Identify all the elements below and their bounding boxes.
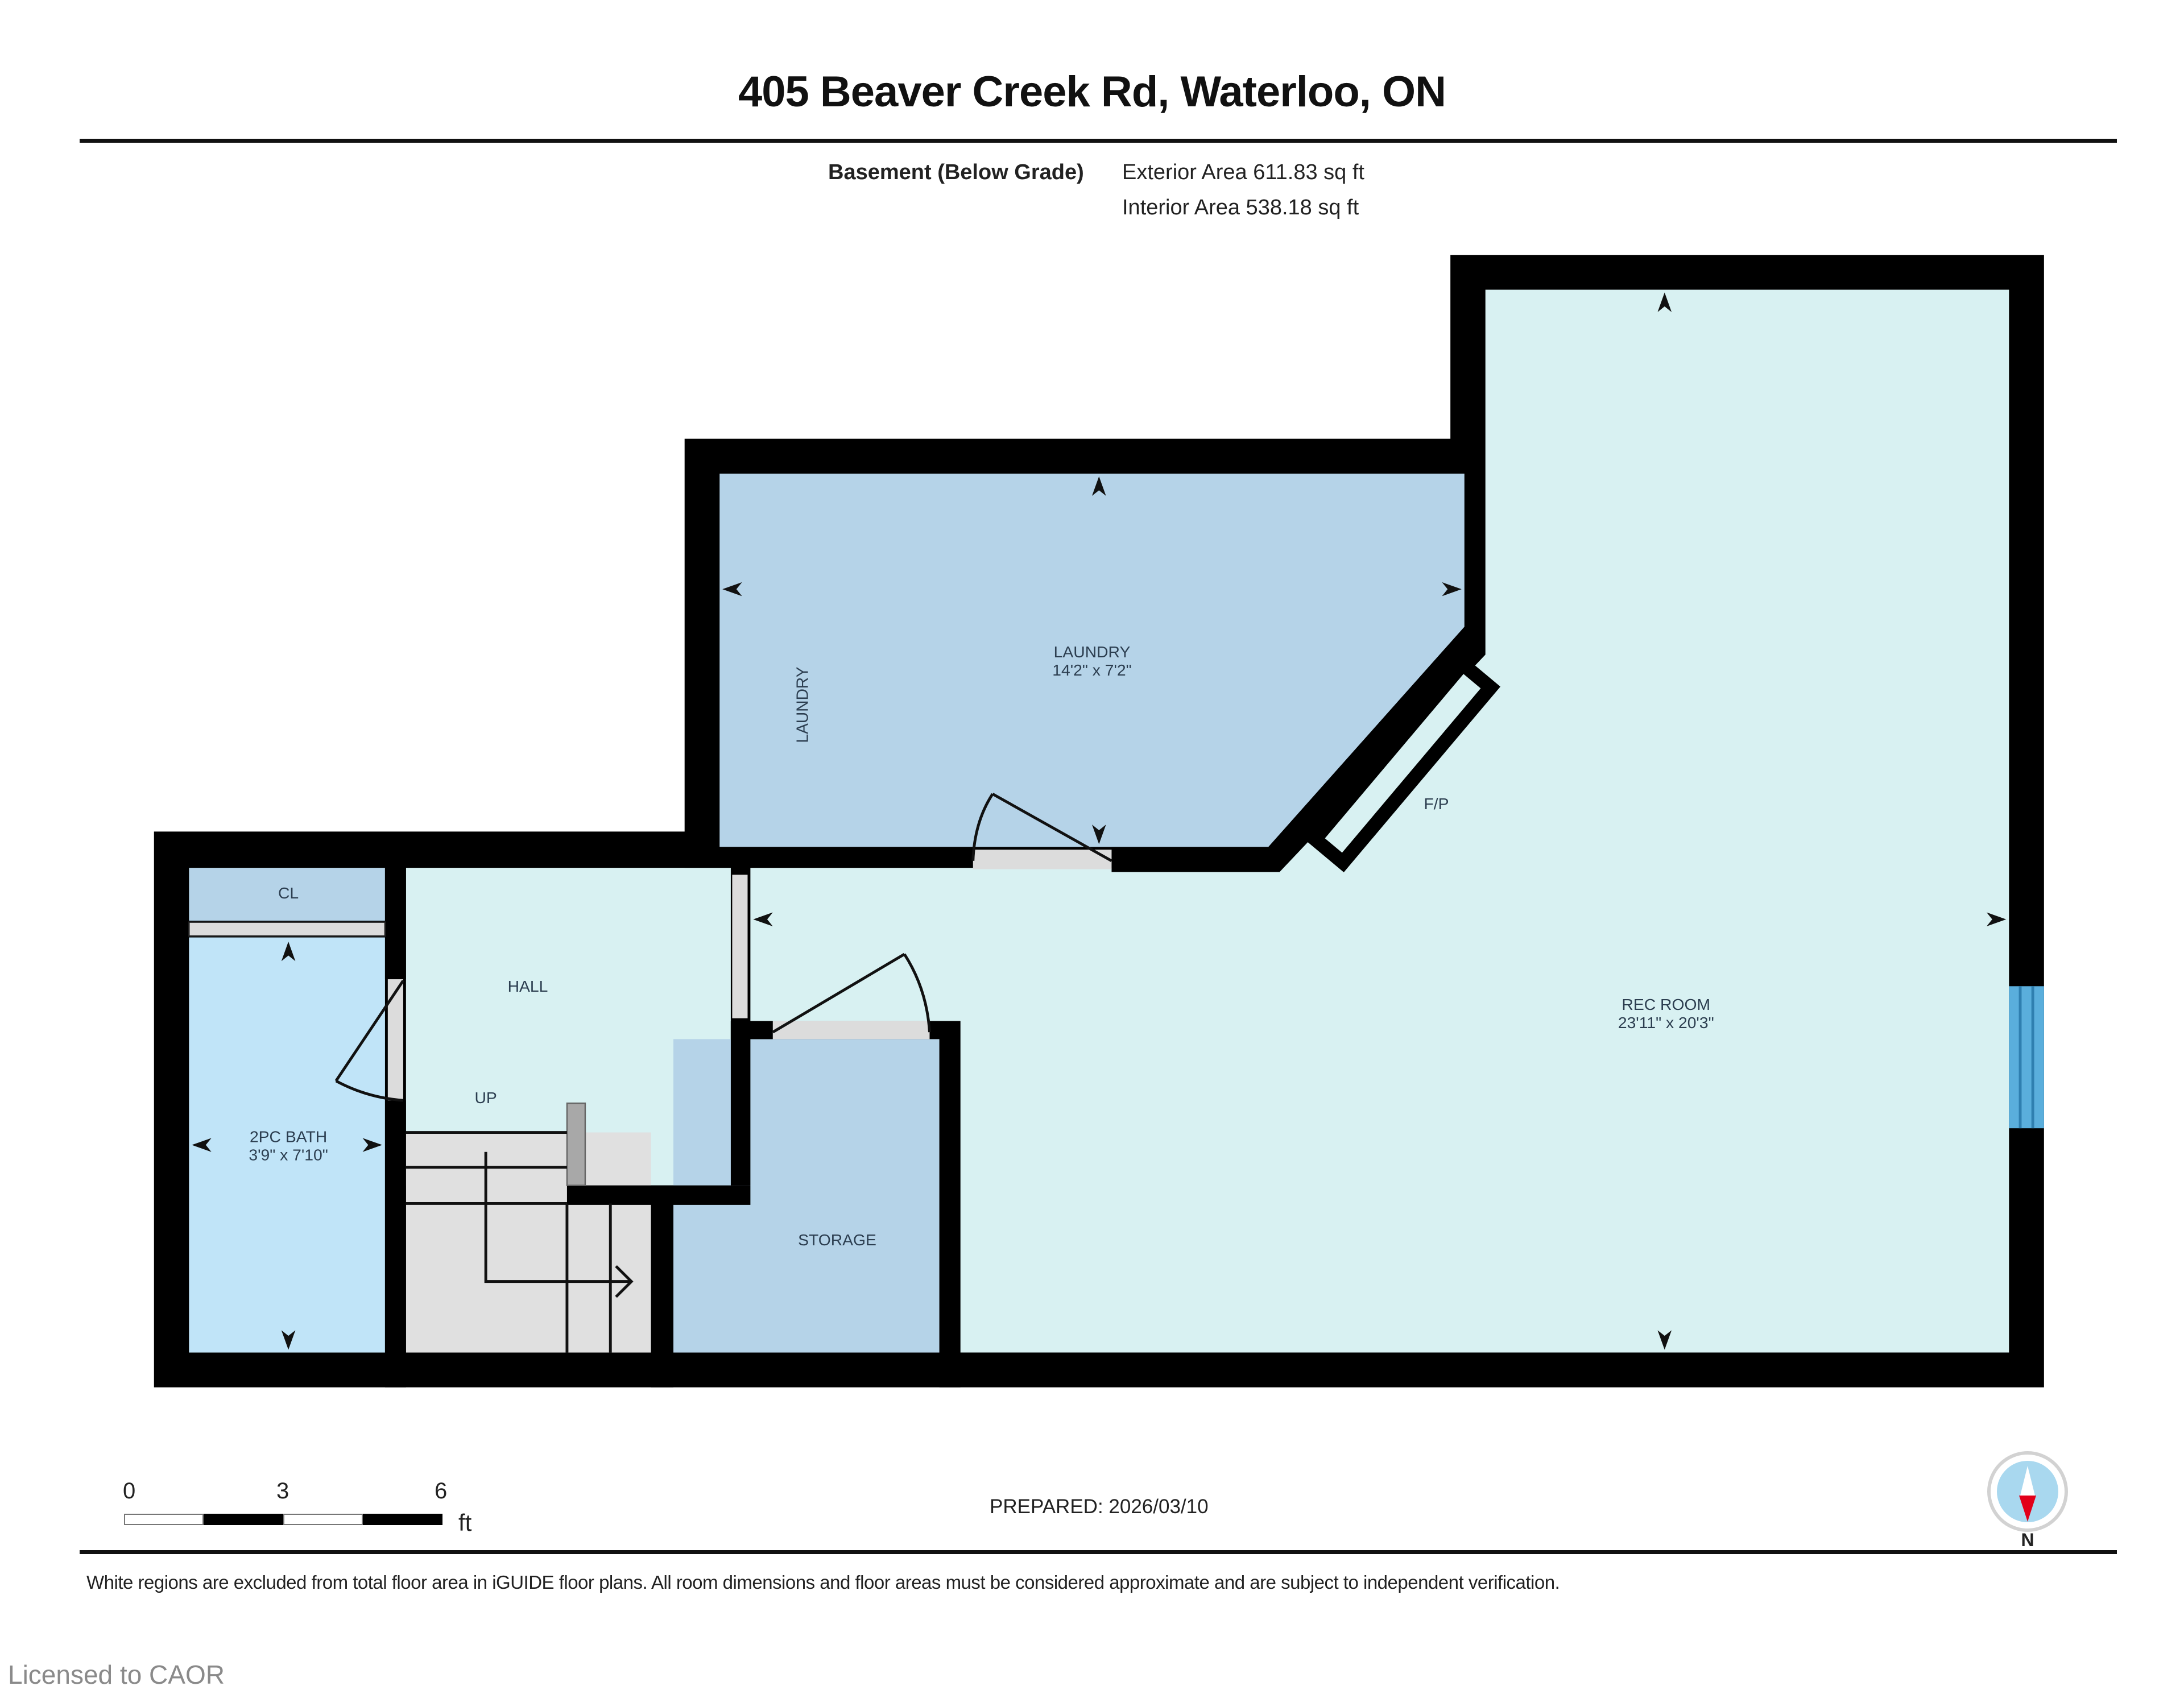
scale-bar: 0 3 6 ft <box>123 1478 521 1541</box>
hall-label: HALL <box>508 977 548 995</box>
scale-tick-6: 6 <box>435 1478 448 1503</box>
wall-hall-rec <box>730 1021 751 1186</box>
closet-label: CL <box>278 884 299 902</box>
room-closet <box>189 868 385 921</box>
page-title: 405 Beaver Creek Rd, Waterloo, ON <box>738 68 1446 116</box>
scale-segment <box>204 1514 283 1525</box>
compass-north-label: N <box>2021 1530 2034 1550</box>
storage-label: STORAGE <box>798 1231 876 1249</box>
bath-dimensions: 3'9" x 7'10" <box>249 1146 328 1164</box>
wall-bath-hall <box>384 868 406 980</box>
window <box>2009 986 2044 1129</box>
floor-name: Basement (Below Grade) <box>828 160 1084 184</box>
stairs-direction-arrow-icon <box>484 1151 634 1298</box>
scale-segment <box>363 1514 442 1525</box>
footer-divider <box>80 1550 2117 1554</box>
stairs <box>406 1132 651 1353</box>
closet-door-track <box>188 921 386 937</box>
license-watermark: Licensed to CAOR <box>8 1660 225 1689</box>
prepared-date: PREPARED: 2026/03/10 <box>990 1496 1209 1518</box>
fireplace-label: F/P <box>1424 794 1449 813</box>
bath-label: 2PC BATH <box>250 1128 327 1146</box>
compass: N <box>1985 1449 2070 1557</box>
wall-laundry-bottom-right <box>1111 627 1486 872</box>
opening-hall-rec <box>732 875 748 1018</box>
scale-unit: ft <box>458 1509 472 1536</box>
room-2pc-bath <box>189 937 385 1353</box>
rec-room-dimensions: 23'11" x 20'3" <box>1618 1013 1714 1032</box>
interior-area: Interior Area 538.18 sq ft <box>1122 196 1359 219</box>
wall-laundry-bottom-left <box>684 847 973 868</box>
wall-storage-left <box>651 1185 673 1387</box>
room-laundry <box>719 473 1465 847</box>
laundry-vertical-label: LAUNDRY <box>793 666 811 743</box>
stairs-up-label: UP <box>475 1088 497 1107</box>
disclaimer-text: White regions are excluded from total fl… <box>86 1572 1560 1593</box>
door-swings <box>334 793 1112 1102</box>
door-laundry-threshold <box>973 850 1112 869</box>
fireplace <box>1305 654 1501 872</box>
scale-tick-3: 3 <box>276 1478 289 1503</box>
compass-icon <box>1987 1451 2068 1532</box>
door-bath-threshold <box>387 979 403 1101</box>
wall-storage-top <box>730 1021 773 1039</box>
laundry-label: LAUNDRY <box>1054 643 1131 661</box>
wall-storage-right <box>939 1021 961 1387</box>
door-storage-threshold <box>772 1021 930 1039</box>
dimension-arrow-icons <box>192 292 2007 1350</box>
laundry-dimensions: 14'2" x 7'2" <box>1052 661 1131 679</box>
scale-segment <box>283 1514 363 1525</box>
stairs-rail <box>566 1102 586 1186</box>
title-divider <box>80 139 2117 143</box>
rec-room-label: REC ROOM <box>1622 995 1710 1013</box>
wall-bath-hall-lower <box>384 1100 406 1387</box>
scale-segment <box>124 1514 204 1525</box>
scale-tick-0: 0 <box>123 1478 136 1503</box>
exterior-area: Exterior Area 611.83 sq ft <box>1122 160 1364 184</box>
